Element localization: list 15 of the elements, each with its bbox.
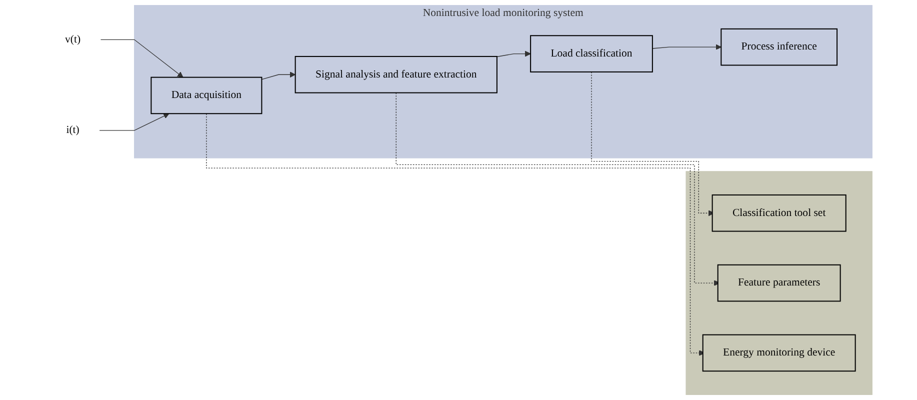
node-text: v(t) [65, 34, 81, 46]
node-box: Energy monitoring device [702, 334, 856, 372]
node-box: Signal analysis and feature extraction [294, 56, 498, 94]
node-box: Process inference [720, 28, 838, 66]
node-box: Load classification [530, 35, 653, 72]
node-box: Data acquisition [150, 76, 262, 114]
node-text: i(t) [66, 124, 80, 136]
arrow [100, 39, 184, 78]
arrow [261, 72, 296, 80]
arrow [99, 113, 170, 131]
cluster [686, 171, 872, 395]
node-box: Classification tool set [712, 194, 846, 232]
node-box: Feature parameters [717, 264, 841, 302]
arrow [496, 50, 531, 58]
arrow [652, 44, 722, 50]
